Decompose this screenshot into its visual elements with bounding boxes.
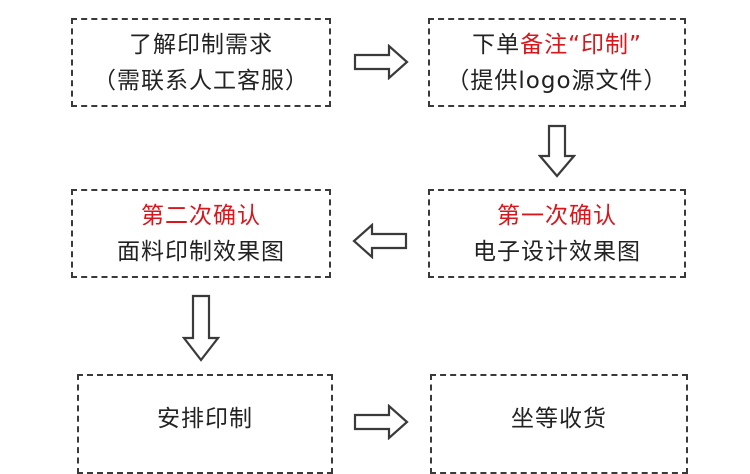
step-6-box: 坐等收货 xyxy=(430,374,688,474)
step-2-box: 下单备注“印制” （提供logo源文件） xyxy=(428,18,686,107)
step-2-title: 下单备注“印制” xyxy=(472,27,642,63)
step-5-title: 安排印制 xyxy=(157,406,253,432)
step-3-subtitle: 电子设计效果图 xyxy=(473,238,641,265)
step-3-title: 第一次确认 xyxy=(497,202,617,229)
step-4-title: 第二次确认 xyxy=(141,202,261,229)
step-6-title: 坐等收货 xyxy=(511,406,607,432)
step-3-box: 第一次确认 电子设计效果图 xyxy=(428,189,686,278)
arrow-right-icon xyxy=(353,404,409,440)
step-4-subtitle: 面料印制效果图 xyxy=(117,238,285,265)
step-1-box: 了解印制需求 （需联系人工客服） xyxy=(71,18,331,107)
arrow-down-icon xyxy=(182,294,220,362)
arrow-down-icon xyxy=(538,124,576,178)
step-1-title: 了解印制需求 xyxy=(129,31,273,58)
step-2-title-highlight: 备注“印制” xyxy=(520,31,642,58)
step-2-title-prefix: 下单 xyxy=(472,31,521,58)
step-4-box: 第二次确认 面料印制效果图 xyxy=(71,189,331,278)
step-5-box: 安排印制 xyxy=(77,374,333,474)
arrow-left-icon xyxy=(352,223,408,259)
step-2-subtitle: （提供logo源文件） xyxy=(446,67,668,94)
arrow-right-icon xyxy=(353,44,409,80)
step-1-subtitle: （需联系人工客服） xyxy=(93,67,309,94)
